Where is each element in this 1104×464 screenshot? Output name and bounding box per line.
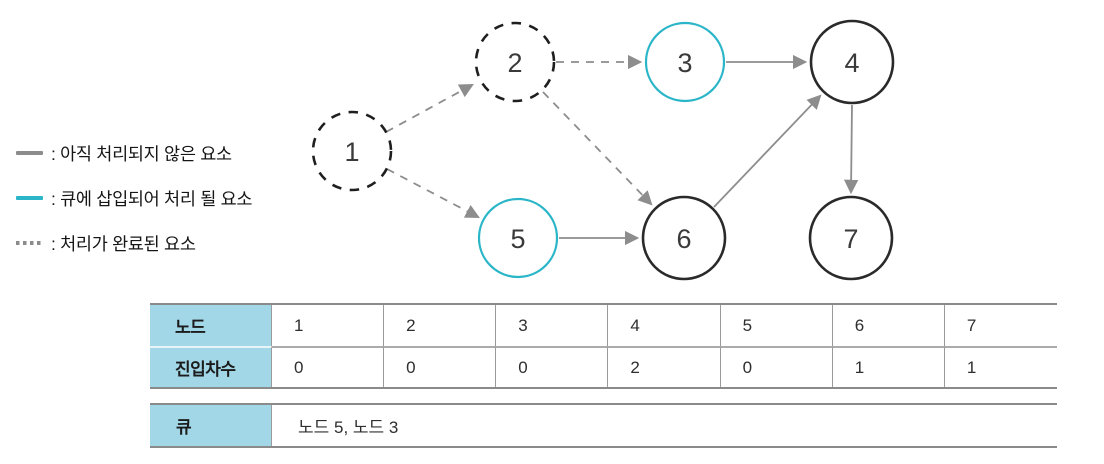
graph-node-1: 1 — [311, 110, 393, 192]
node-cell-2: 2 — [384, 305, 497, 346]
legend-label-unprocessed: : 아직 처리되지 않은 요소 — [51, 143, 232, 164]
node-cell-1: 1 — [272, 305, 385, 346]
row-header-indegree: 진입차수 — [150, 346, 272, 387]
node-cell-3: 3 — [496, 305, 609, 346]
edge-4-7 — [843, 104, 859, 195]
indegree-cell-3: 0 — [496, 346, 609, 387]
edge-1-2 — [385, 83, 474, 133]
edge-2-6 — [542, 91, 653, 206]
legend-label-completed: : 처리가 완료된 요소 — [51, 233, 196, 254]
node-cell-7: 7 — [966, 315, 977, 335]
graph-node-5: 5 — [477, 197, 559, 279]
node-3-label: 3 — [677, 48, 692, 78]
legend-item-queued: : 큐에 삽입되어 처리 될 요소 — [16, 186, 252, 210]
node-7-label: 7 — [843, 224, 858, 254]
edge-6-4 — [713, 94, 822, 208]
legend-item-completed: : 처리가 완료된 요소 — [16, 231, 252, 255]
legend-item-unprocessed: : 아직 처리되지 않은 요소 — [16, 141, 252, 165]
topological-sort-graph: 1 2 3 4 5 6 7 — [311, 19, 895, 281]
indegree-table: 노드 1 2 3 4 5 6 7 진입차수 0 0 0 2 0 1 1 — [150, 303, 1057, 389]
node-cell-4: 4 — [608, 305, 721, 346]
solid-gray-line-icon — [16, 151, 43, 155]
graph-node-6: 6 — [641, 195, 727, 281]
indegree-cell-6: 1 — [832, 346, 945, 387]
indegree-cell-5: 0 — [720, 346, 833, 387]
dotted-gray-line-icon — [16, 241, 43, 245]
node-5-label: 5 — [510, 224, 525, 254]
node-2-label: 2 — [507, 48, 522, 78]
indegree-cell-4: 2 — [608, 346, 721, 387]
solid-cyan-line-icon — [16, 196, 43, 200]
graph-node-2: 2 — [474, 21, 556, 103]
indegree-cell-2: 0 — [384, 346, 497, 387]
graph-node-3: 3 — [644, 21, 726, 103]
queue-value: 노드 5, 노드 3 — [298, 418, 399, 437]
table-row-node: 노드 1 2 3 4 5 6 7 — [150, 305, 1057, 346]
edge-1-5 — [386, 168, 480, 219]
queue-table: 큐 노드 5, 노드 3 — [150, 403, 1057, 448]
legend-label-queued: : 큐에 삽입되어 처리 될 요소 — [51, 188, 253, 209]
legend: : 아직 처리되지 않은 요소 : 큐에 삽입되어 처리 될 요소 : 처리가 … — [16, 141, 252, 276]
node-4-label: 4 — [844, 48, 859, 78]
table-row-indegree: 진입차수 0 0 0 2 0 1 1 — [150, 346, 1057, 387]
node-cell-5: 5 — [721, 305, 833, 346]
graph-node-7: 7 — [808, 195, 894, 281]
row-header-node: 노드 — [150, 305, 272, 346]
node-1-label: 1 — [344, 137, 359, 167]
indegree-cell-7: 1 — [944, 346, 1057, 387]
queue-header: 큐 — [150, 405, 272, 446]
node-6-label: 6 — [676, 224, 691, 254]
node-cell-6: 6 — [833, 305, 945, 346]
indegree-cell-1: 0 — [272, 346, 385, 387]
graph-node-4: 4 — [809, 19, 895, 105]
